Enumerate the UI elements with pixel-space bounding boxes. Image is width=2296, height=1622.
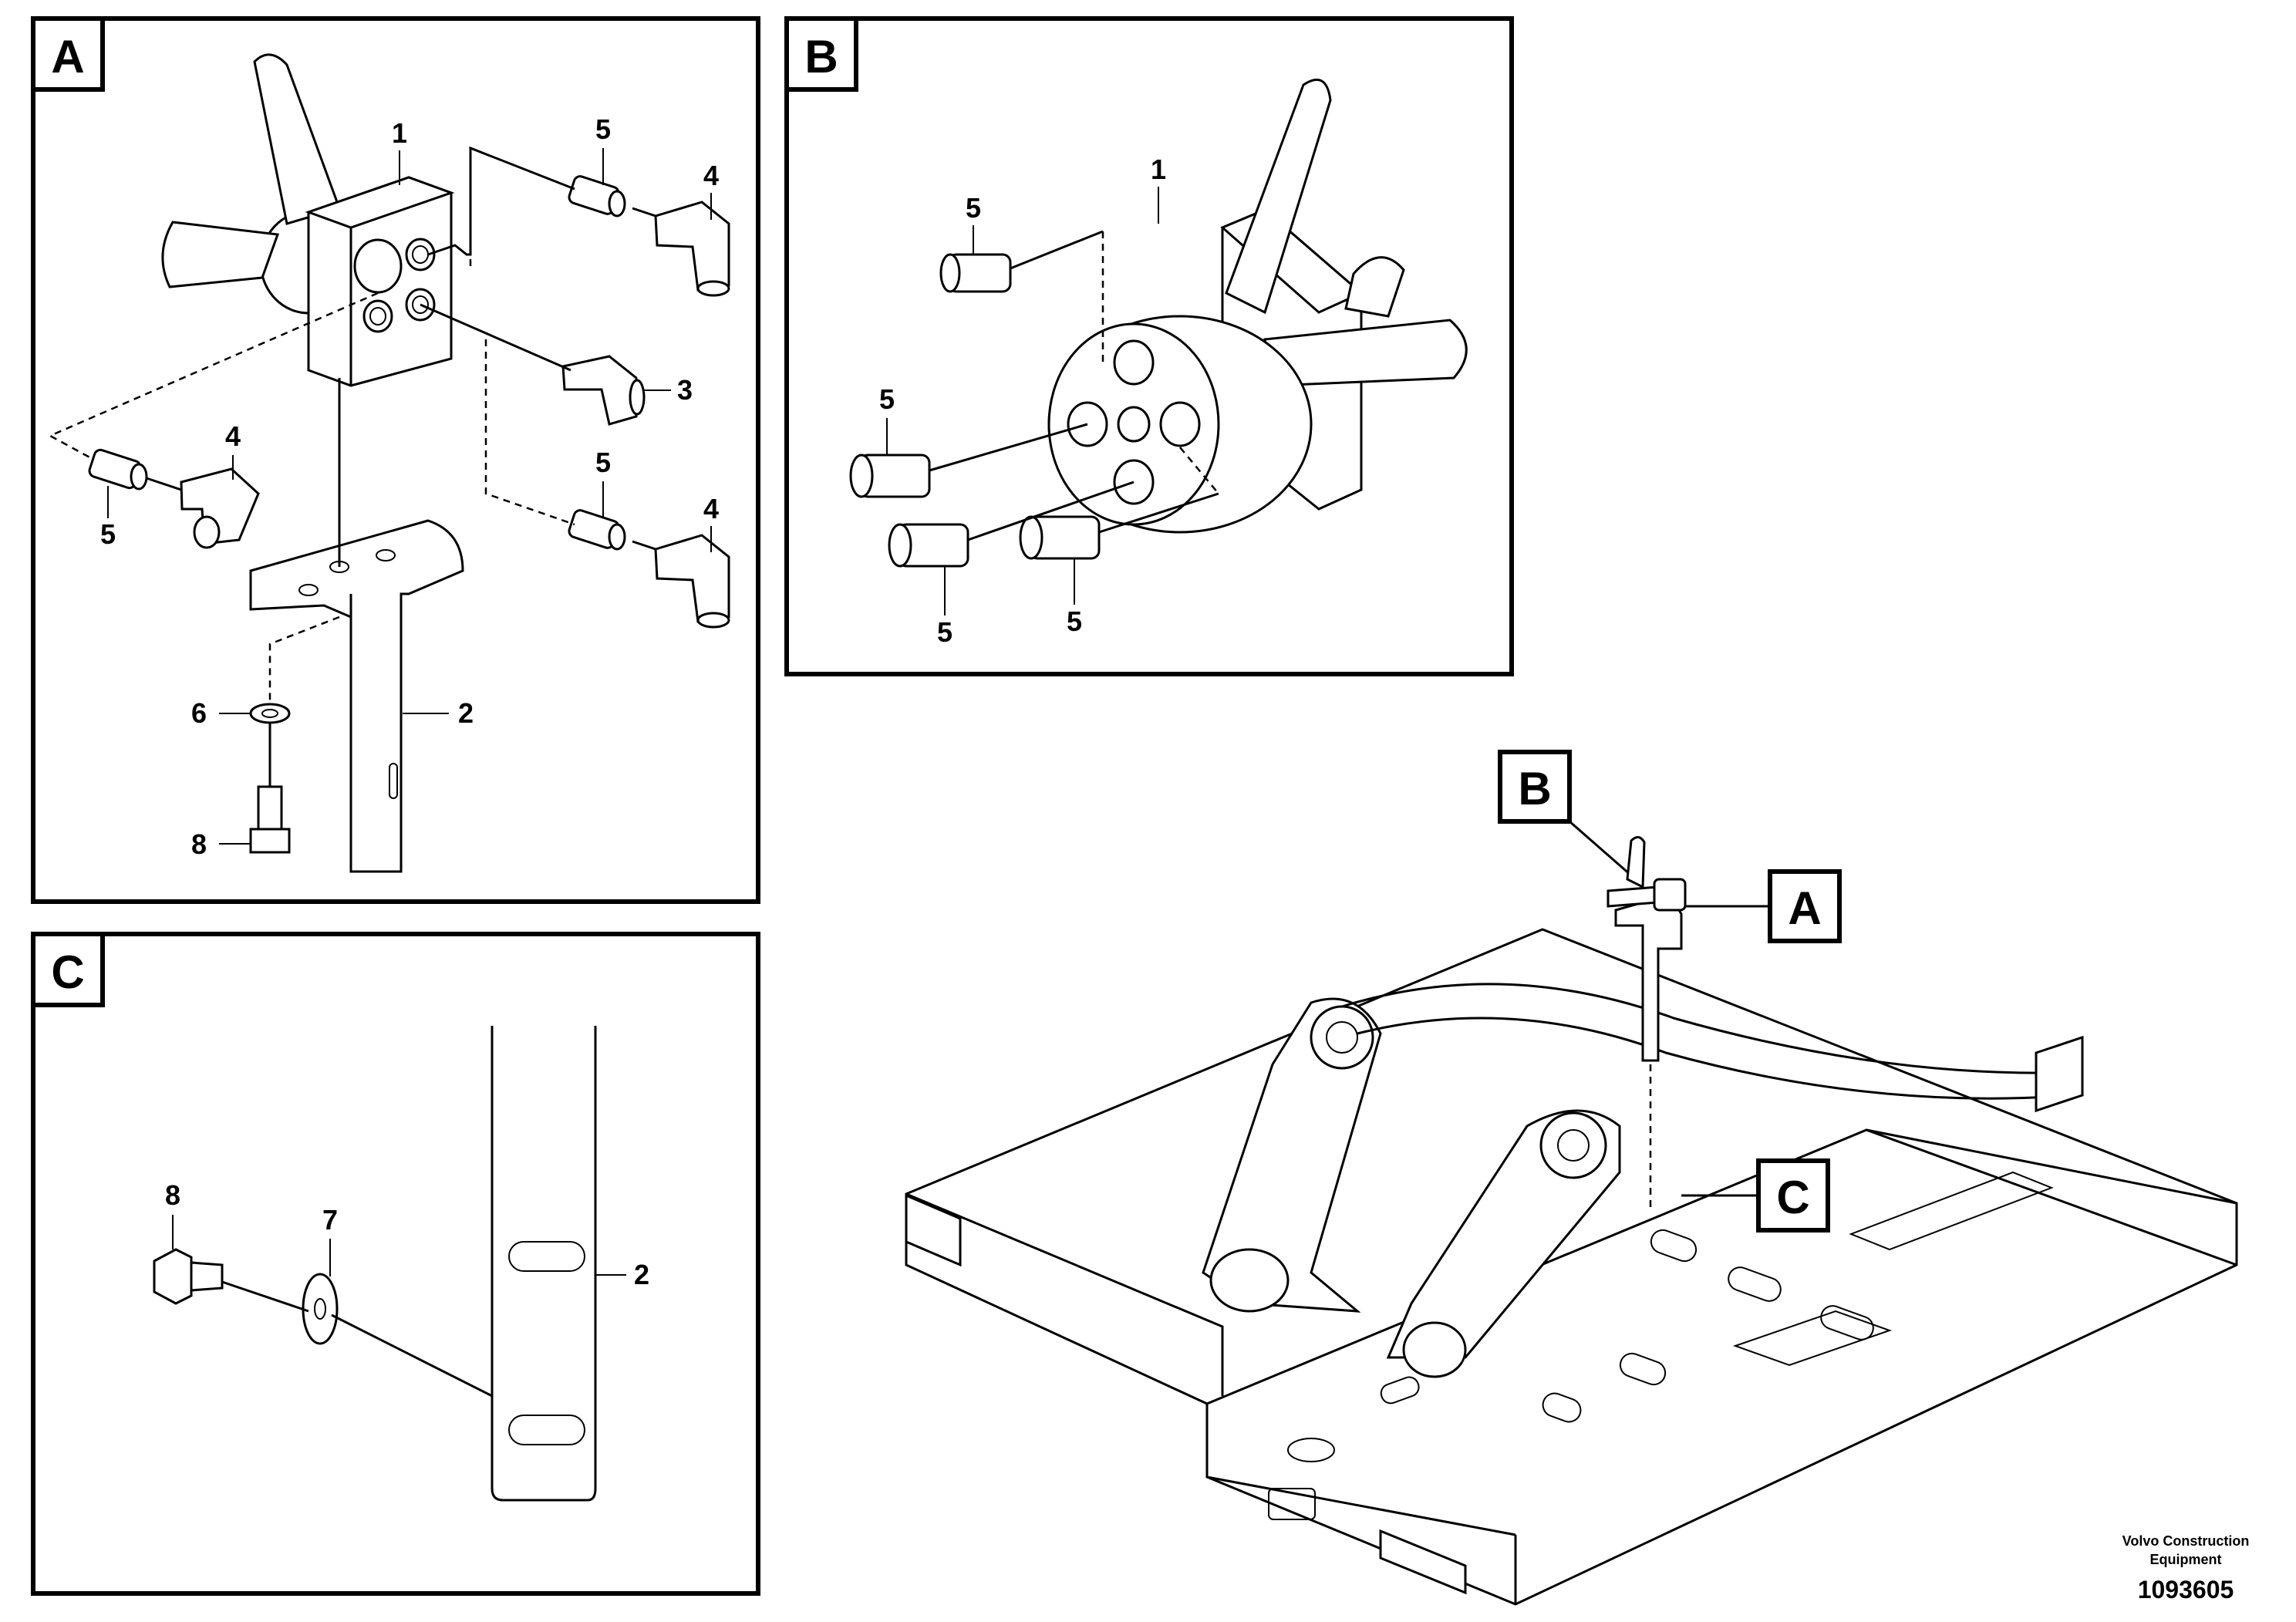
upper-arch bbox=[1341, 983, 2084, 1113]
callouts-b: 5 1 5 5 5 bbox=[879, 153, 1166, 648]
callout-a-4-lower: 4 bbox=[703, 493, 719, 524]
frame-outline bbox=[905, 928, 2238, 1606]
line-b-2 bbox=[929, 423, 1088, 472]
elbow-4-lower bbox=[654, 534, 730, 629]
callout-a-2: 2 bbox=[458, 697, 474, 729]
line-c-1 bbox=[221, 1280, 309, 1313]
frame-front bbox=[1206, 1475, 1517, 1604]
dash-a-4 bbox=[268, 615, 340, 703]
callout-a-3: 3 bbox=[677, 374, 693, 406]
callout-b-5-lower-right: 5 bbox=[1067, 605, 1082, 637]
callouts-c: 8 7 2 bbox=[165, 1179, 649, 1290]
shutoff-valve-front bbox=[1047, 78, 1468, 534]
frame-cutouts bbox=[1268, 1171, 2054, 1520]
bolt-8 bbox=[249, 785, 291, 854]
panel-a-frame bbox=[31, 16, 760, 904]
overview-tag-b-leader bbox=[1569, 820, 1632, 877]
overview-tag-a: A bbox=[1677, 869, 1842, 943]
panel-c-frame bbox=[31, 932, 760, 1596]
callout-a-4-top: 4 bbox=[703, 160, 719, 191]
callout-b-5-top: 5 bbox=[966, 192, 981, 224]
panel-a-tag-box bbox=[31, 16, 105, 92]
credit-line-2: Equipment bbox=[2150, 1552, 2222, 1567]
callout-a-5-lower: 5 bbox=[595, 447, 611, 478]
elbow-3 bbox=[561, 355, 646, 426]
fitting-5-top bbox=[568, 175, 626, 218]
line-b-3 bbox=[967, 481, 1135, 541]
boom-mount bbox=[1202, 997, 1621, 1378]
fitting-b-5-lower-left bbox=[888, 523, 969, 568]
callouts-a: 1 5 4 3 4 5 5 4 6 2 8 bbox=[100, 113, 719, 860]
overview-tag-b-text: B bbox=[1518, 763, 1551, 814]
frame-front-pocket bbox=[1379, 1529, 1467, 1595]
callout-a-8: 8 bbox=[191, 828, 207, 860]
bracket-2-strip bbox=[491, 1026, 597, 1502]
shutoff-valve bbox=[161, 53, 455, 387]
fitting-b-5-lower-right bbox=[1019, 515, 1101, 560]
line-a-2 bbox=[632, 207, 656, 218]
line-b-4 bbox=[1098, 492, 1219, 534]
elbow-4-left bbox=[180, 467, 260, 549]
callout-c-7: 7 bbox=[322, 1204, 338, 1236]
callout-a-4-left: 4 bbox=[225, 420, 241, 452]
panel-a: A bbox=[31, 16, 760, 904]
bolt-8-c bbox=[153, 1248, 224, 1305]
panel-c-tag: C bbox=[51, 946, 84, 998]
callout-b-1: 1 bbox=[1151, 153, 1166, 185]
panel-c: C 8 7 2 bbox=[31, 932, 760, 1596]
credit-block: Volvo Construction Equipment 1093605 bbox=[2122, 1533, 2250, 1603]
line-c-2 bbox=[331, 1313, 493, 1398]
callout-c-8: 8 bbox=[165, 1179, 180, 1211]
dash-a-2 bbox=[484, 339, 575, 526]
callout-b-5-lower-left: 5 bbox=[937, 616, 952, 648]
panel-b-tag-box bbox=[784, 16, 858, 92]
callout-a-5-left: 5 bbox=[100, 518, 116, 550]
overview-tag-c-text: C bbox=[1776, 1172, 1809, 1223]
frame-left-pocket bbox=[905, 1193, 962, 1267]
callout-a-6: 6 bbox=[191, 697, 207, 729]
callout-a-5-top: 5 bbox=[595, 113, 611, 145]
dash-b-2 bbox=[1179, 447, 1219, 494]
panel-b: B bbox=[784, 16, 1514, 676]
line-a-4 bbox=[146, 477, 182, 491]
credit-line-1: Volvo Construction bbox=[2122, 1533, 2250, 1549]
overview-tag-c: C bbox=[1681, 1158, 1830, 1233]
fitting-5-left bbox=[88, 448, 148, 491]
panel-a-tag: A bbox=[51, 31, 84, 83]
machine-frame-overview: B A C bbox=[905, 750, 2238, 1606]
washer-7 bbox=[302, 1273, 339, 1345]
line-a-1 bbox=[427, 146, 575, 256]
fitting-b-5-mid bbox=[849, 454, 931, 498]
overview-tag-a-text: A bbox=[1788, 882, 1821, 934]
part-number: 1093605 bbox=[2138, 1576, 2234, 1603]
callout-c-2: 2 bbox=[634, 1259, 649, 1290]
fitting-b-5-top bbox=[939, 253, 1012, 293]
callout-b-5-mid: 5 bbox=[879, 383, 895, 415]
fitting-5-lower bbox=[568, 509, 626, 551]
panel-c-tag-box bbox=[31, 932, 105, 1007]
frame-rear bbox=[1866, 1128, 2237, 1205]
overview-tag-b: B bbox=[1498, 750, 1632, 877]
bracket-2 bbox=[249, 519, 464, 873]
callout-a-1: 1 bbox=[392, 117, 407, 149]
panel-b-tag: B bbox=[804, 31, 838, 83]
overview-valve-bracket bbox=[1607, 836, 1687, 1211]
washer-6 bbox=[249, 703, 291, 724]
line-a-3 bbox=[420, 303, 571, 372]
line-a-5 bbox=[632, 540, 656, 551]
fittings-b bbox=[849, 253, 1101, 568]
elbow-4-top bbox=[654, 201, 730, 297]
panel-b-frame bbox=[784, 16, 1514, 676]
line-b-1 bbox=[1010, 230, 1104, 270]
